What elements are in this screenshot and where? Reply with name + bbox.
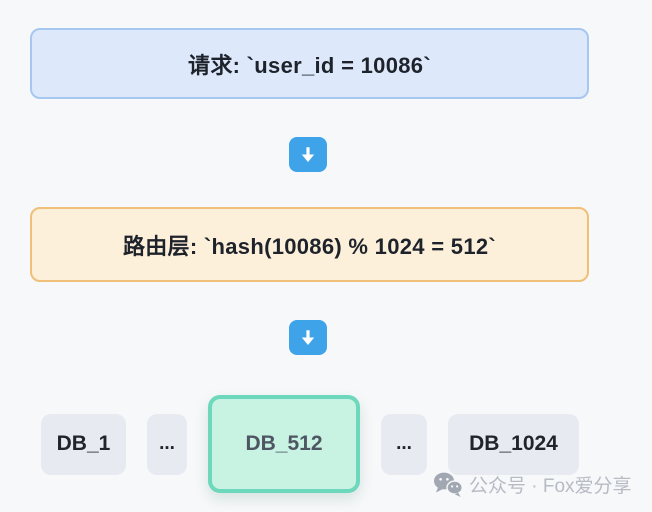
down-arrow-icon	[289, 137, 327, 172]
db-node-highlighted: DB_512	[208, 395, 360, 493]
down-arrow-icon	[289, 320, 327, 355]
database-row: DB_1 ... DB_512 ... DB_1024	[0, 395, 620, 493]
ellipsis-node: ...	[381, 413, 427, 475]
db-node: DB_1024	[448, 413, 579, 475]
db-node: DB_1	[41, 413, 126, 475]
router-box-label: 路由层: `hash(10086) % 1024 = 512`	[122, 233, 497, 259]
request-box: 请求: `user_id = 10086`	[30, 28, 589, 99]
watermark: 公众号 · Fox爱分享	[433, 471, 632, 498]
ellipsis-node: ...	[147, 413, 187, 475]
wechat-icon	[433, 471, 463, 498]
request-box-label: 请求: `user_id = 10086`	[188, 52, 431, 78]
watermark-text: 公众号 · Fox爱分享	[469, 476, 632, 497]
router-box: 路由层: `hash(10086) % 1024 = 512`	[30, 207, 589, 282]
